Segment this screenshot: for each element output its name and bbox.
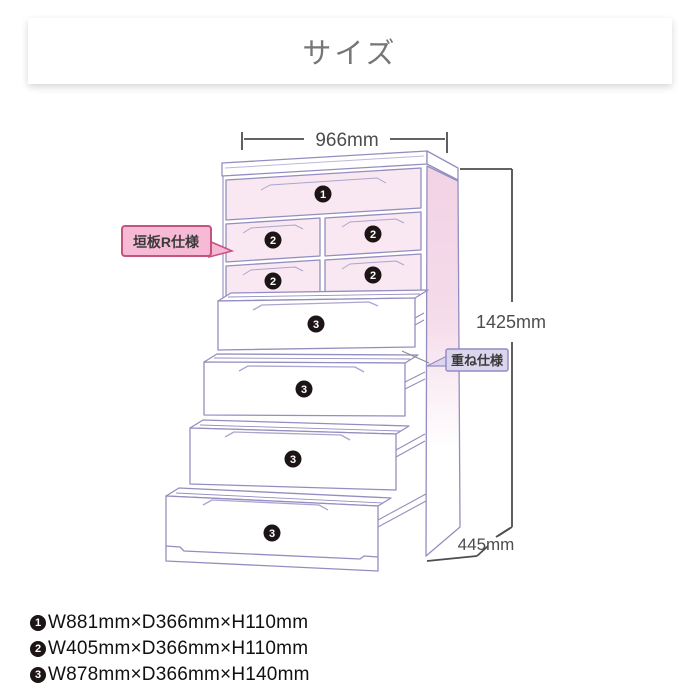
badge-3-icon — [263, 524, 281, 542]
badge-3-icon — [295, 380, 313, 398]
badge-2-icon — [264, 231, 282, 249]
dimension-width: 966mm — [241, 130, 448, 153]
cabinet-top-board-end — [426, 150, 459, 181]
spec-row-1: 1 W881mm×D366mm×H110mm — [30, 610, 670, 636]
spec-row-3: 3 W878mm×D366mm×H140mm — [30, 662, 670, 688]
dimension-height: 1425mm — [460, 168, 546, 537]
badge-2-icon — [364, 266, 382, 284]
badge-1-icon — [314, 185, 332, 203]
lower-drawers — [165, 289, 429, 572]
svg-text:3: 3 — [290, 454, 296, 466]
callout-left: 垣板R仕様 — [121, 225, 235, 258]
callout-left-label: 垣板R仕様 — [133, 234, 200, 250]
dim-depth-label: 445mm — [458, 535, 515, 554]
badge-3-icon — [284, 450, 302, 468]
svg-text:3: 3 — [301, 384, 307, 396]
svg-text:2: 2 — [270, 276, 276, 288]
spec-list: 1 W881mm×D366mm×H110mm 2 W405mm×D366mm×H… — [30, 610, 670, 688]
dim-width-label: 966mm — [315, 130, 378, 151]
spec-text-3: W878mm×D366mm×H140mm — [48, 664, 310, 685]
badge-2-icon — [264, 272, 282, 290]
svg-text:2: 2 — [370, 270, 376, 282]
title-bar: サイズ — [28, 18, 672, 84]
drawer-number-badges: 1 2 2 2 2 3 3 3 3 — [263, 185, 382, 542]
dim-height-label: 1425mm — [476, 312, 546, 332]
callout-right: 重ね仕様 — [401, 348, 509, 372]
svg-text:1: 1 — [320, 189, 326, 201]
svg-text:2: 2 — [270, 235, 276, 247]
spec-text-2: W405mm×D366mm×H110mm — [48, 638, 309, 659]
svg-text:3: 3 — [313, 319, 319, 331]
svg-text:3: 3 — [269, 528, 275, 540]
badge-2-icon — [364, 225, 382, 243]
callout-right-label: 重ね仕様 — [451, 353, 504, 368]
spec-badge-2-icon: 2 — [30, 641, 46, 657]
spec-badge-1-icon: 1 — [30, 615, 46, 631]
badge-3-icon — [307, 315, 325, 333]
spec-row-2: 2 W405mm×D366mm×H110mm — [30, 636, 670, 662]
svg-text:2: 2 — [370, 229, 376, 241]
dimension-depth: 445mm — [426, 527, 515, 562]
spec-badge-3-icon: 3 — [30, 667, 46, 683]
spec-text-1: W881mm×D366mm×H110mm — [48, 612, 309, 633]
page-title: サイズ — [302, 38, 398, 70]
